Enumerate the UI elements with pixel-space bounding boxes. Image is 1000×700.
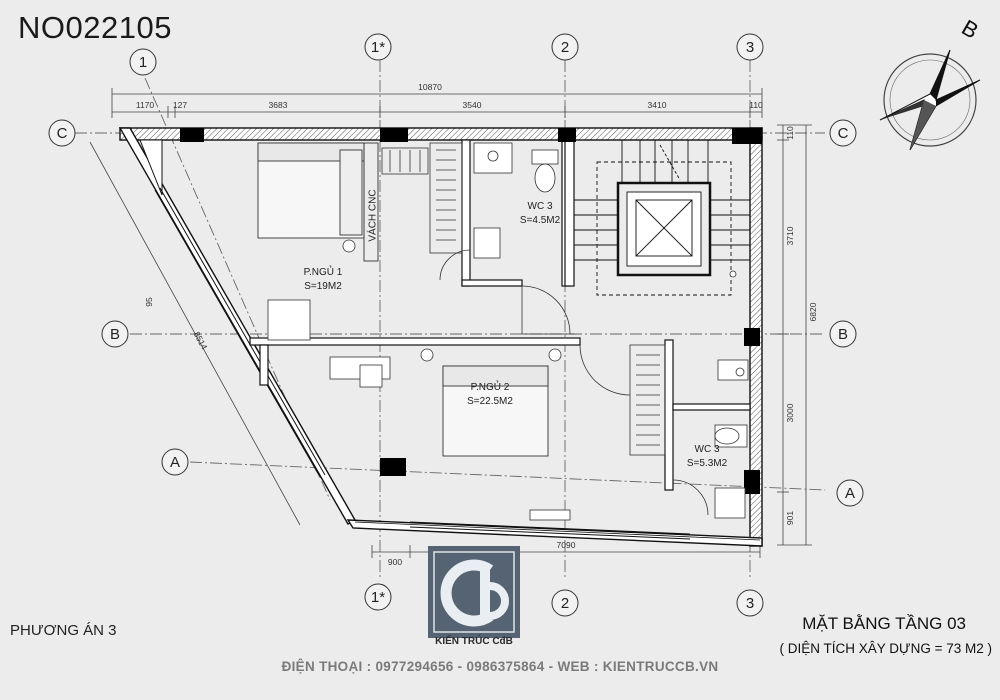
room-area: S=19M2 xyxy=(304,281,342,292)
furniture xyxy=(267,239,737,521)
room-name: P.NGỦ 1 xyxy=(303,267,343,278)
columns xyxy=(180,128,762,494)
room-area: S=22.5M2 xyxy=(467,396,513,407)
grid-label-top-3: 3 xyxy=(746,39,754,56)
grid-bubble-left-a xyxy=(161,448,189,476)
dimension-top-3683: 3683 xyxy=(269,100,288,110)
room-name: P.NGỦ 2 xyxy=(470,382,510,393)
grid-label-left-b: B xyxy=(110,326,120,343)
grid-bubble-top-1star xyxy=(364,33,392,61)
grid-bubble-top-1 xyxy=(129,48,157,76)
grid-label-top-1: 1 xyxy=(139,54,147,71)
partition-label: VÁCH CNC xyxy=(367,189,379,242)
grid-bubble-right-b xyxy=(829,320,857,348)
plan-subtitle: ( DIỆN TÍCH XÂY DỰNG = 73 M2 ) xyxy=(779,641,992,656)
grid-label-bottom-3: 3 xyxy=(746,595,754,612)
dimension-top-3410: 3410 xyxy=(648,100,667,110)
grid-bubbles xyxy=(48,33,864,617)
grid-bubble-right-c xyxy=(829,119,857,147)
dimension-bottom-7090: 7090 xyxy=(557,540,576,550)
dimension-top-1170: 1170 xyxy=(136,100,155,110)
grid-bubble-right-a xyxy=(836,479,864,507)
dimension-right-3710: 3710 xyxy=(785,226,795,245)
contact-line: ĐIỆN THOẠI : 0977294656 - 0986375864 - W… xyxy=(0,659,1000,674)
dimension-overall-top: 10870 xyxy=(418,82,442,92)
room-area: S=5.3M2 xyxy=(686,458,728,469)
dimension-right-901: 901 xyxy=(785,511,795,525)
company-logo xyxy=(428,546,520,638)
dimension-right-3000: 3000 xyxy=(785,403,795,422)
phone-label: ĐIỆN THOẠI : xyxy=(281,659,372,674)
grid-bubble-left-b xyxy=(101,320,129,348)
bed-1 xyxy=(257,142,379,262)
dimension-right-110: 110 xyxy=(785,126,795,140)
dimension-top-3540: 3540 xyxy=(463,100,482,110)
grid-label-left-a: A xyxy=(170,454,180,471)
grid-label-right-b: B xyxy=(838,326,848,343)
room-label-bedroom-2: P.NGỦ 2 S=22.5M2 xyxy=(450,381,530,409)
compass-letter: B xyxy=(958,15,983,44)
wc-fixtures xyxy=(473,142,749,519)
grid-bubble-bottom-2 xyxy=(551,589,579,617)
grid-bubble-top-2 xyxy=(551,33,579,61)
room-label-wc-2: WC 3 S=5.3M2 xyxy=(677,443,737,471)
dimension-top-110: 110 xyxy=(749,100,763,110)
dimension-bottom-900: 900 xyxy=(388,557,402,567)
grid-label-right-a: A xyxy=(845,485,855,502)
interior-walls xyxy=(249,139,751,491)
dimension-lines xyxy=(89,88,812,558)
dimension-top-127: 127 xyxy=(173,100,187,110)
logo-firm-name: KIẾN TRÚC CđB xyxy=(435,636,513,647)
room-label-wc-1: WC 3 S=4.5M2 xyxy=(510,200,570,228)
grid-bubble-bottom-1star xyxy=(364,583,392,611)
option-label: PHƯƠNG ÁN 3 xyxy=(10,622,117,639)
grid-label-right-c: C xyxy=(838,125,849,142)
grid-label-top-1star: 1* xyxy=(371,39,385,56)
drawing-code: NO022105 xyxy=(18,10,172,45)
phone-numbers: 0977294656 - 0986375864 xyxy=(375,659,545,674)
website: KIENTRUCCB.VN xyxy=(602,659,719,674)
grid-bubble-bottom-3 xyxy=(736,589,764,617)
grid-label-top-2: 2 xyxy=(561,39,569,56)
room-label-bedroom-1: P.NGỦ 1 S=19M2 xyxy=(288,266,358,294)
room-name: WC 3 xyxy=(527,201,553,212)
grid-label-left-c: C xyxy=(57,125,68,142)
dimension-diagonal: 8514 xyxy=(192,330,210,352)
bed-2 xyxy=(442,365,549,457)
stair-core xyxy=(574,140,750,296)
room-area: S=4.5M2 xyxy=(519,215,561,226)
grid-label-bottom-2: 2 xyxy=(561,595,569,612)
plan-title: MẶT BẰNG TẦNG 03 xyxy=(802,614,966,633)
dimension-left-small: 95 xyxy=(144,297,154,307)
compass-icon: B xyxy=(879,15,983,151)
grid-bubble-top-3 xyxy=(736,33,764,61)
grid-bubble-left-c xyxy=(48,119,76,147)
dimension-right-overall: 6820 xyxy=(808,302,818,321)
wardrobes xyxy=(381,142,666,456)
grid-label-bottom-1star: 1* xyxy=(371,589,385,606)
room-name: WC 3 xyxy=(694,444,720,455)
web-label: - WEB : xyxy=(548,659,599,674)
doors xyxy=(439,249,709,516)
